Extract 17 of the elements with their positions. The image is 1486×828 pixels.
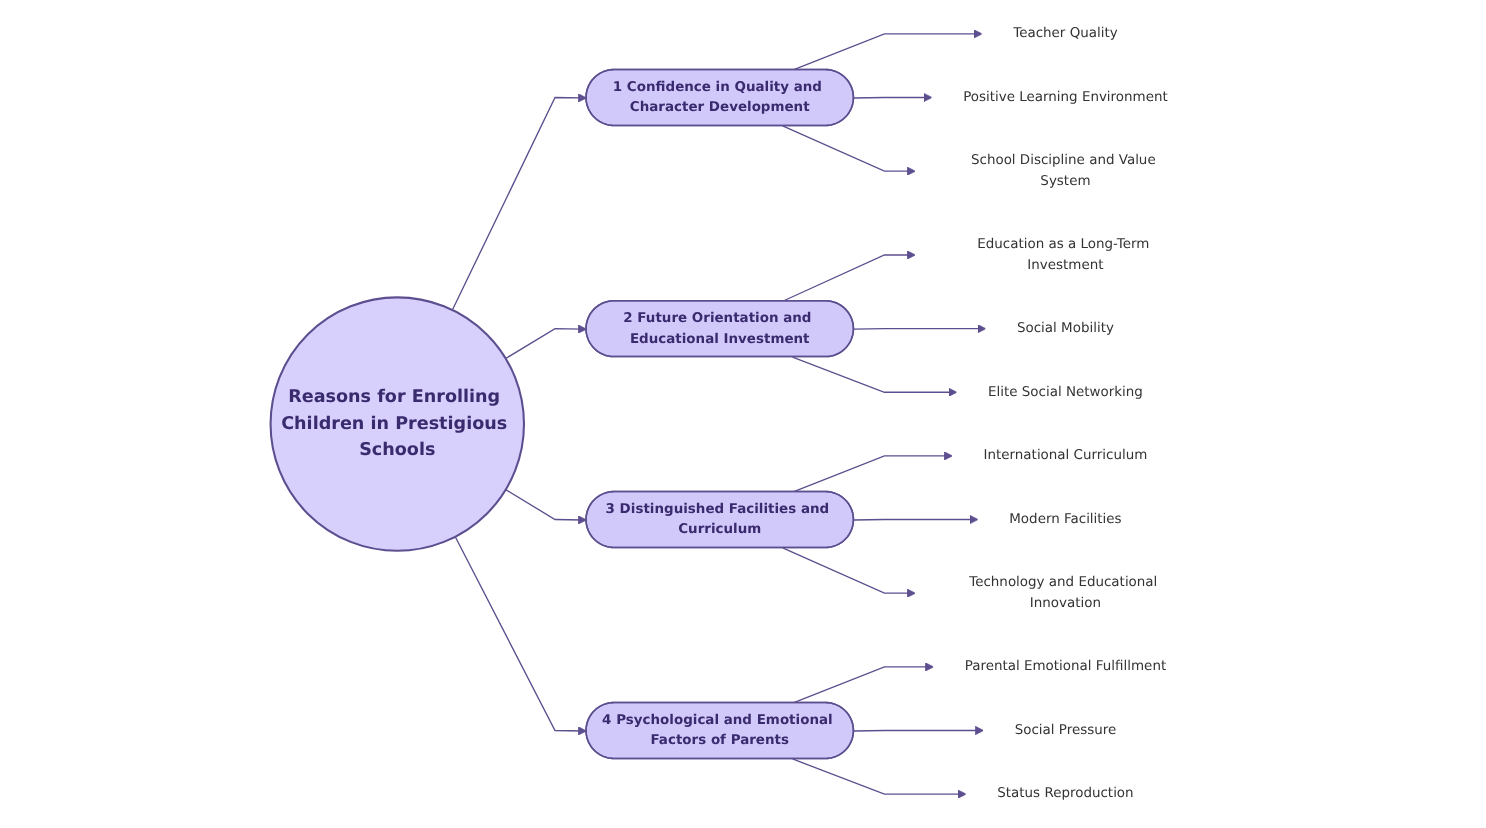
arrow [791,662,935,704]
arrow [791,451,953,493]
arrow [791,758,967,799]
arrow [505,489,587,525]
arrow [853,92,933,103]
arrow [782,250,916,302]
arrow [853,324,987,334]
arrow [853,514,979,525]
arrow [782,125,916,176]
arrow [791,356,958,397]
arrow [505,324,587,360]
node-circle: Reasons for Enrolling Children in Prestigious Schools [269,296,526,552]
arrow [853,725,985,736]
arrow [454,536,587,736]
arrow [451,93,587,311]
arrow [791,29,983,71]
arrow [782,547,916,598]
